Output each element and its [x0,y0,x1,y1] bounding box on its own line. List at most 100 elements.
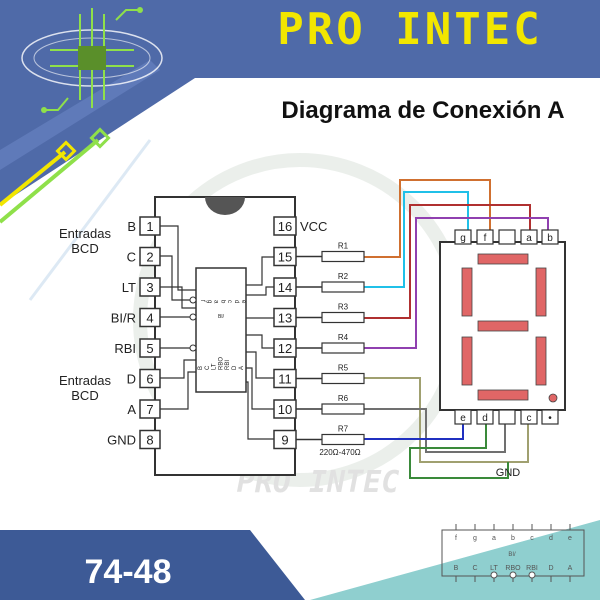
ic-left-pin-label: LT [122,280,136,295]
resistor-value: 220Ω-470Ω [319,448,360,457]
mini-chip-bubble [490,571,498,579]
group-label: BCD [71,388,98,403]
display-top-pin-label: a [526,233,532,244]
ic-right-pin-number: 13 [278,311,292,326]
resistor-label: R6 [338,394,349,403]
ic-left-pin [139,429,161,450]
mini-chip-bottom-label: A [568,565,573,572]
mini-chip-top-label: f [455,535,457,542]
display-bottom-pin [498,409,516,425]
resistor-label: R4 [338,333,349,342]
display-bottom-pin [541,409,559,425]
ic-inner-output-label: c [226,300,232,303]
display-bottom-pin [454,409,472,425]
mini-chip-top-label: c [530,535,534,542]
part-number-plate [0,530,305,600]
brand-name: PRO INTEC [277,4,542,55]
resistor-label: R2 [338,272,349,281]
ic-left-pin-label: A [127,402,136,417]
ic-inner-input-label: RBO [218,357,224,370]
ic-right-pin-number: 16 [278,219,292,234]
inversion-bubble [189,344,197,352]
mini-chip-bubble [509,571,517,579]
resistor-body [321,403,365,415]
ic-left-pin-label: B [127,219,136,234]
display-top-pin-label: f [484,233,487,244]
display-top-pin [476,229,494,245]
header-accent [0,60,160,170]
display-top-pin [454,229,472,245]
display-bottom-pin-label: c [527,413,532,424]
display-top-pin [541,229,559,245]
display-bottom-pin-label: d [482,413,488,424]
ic-inner-input-label: B [198,366,204,370]
ic-inner-input-label: D [232,365,238,370]
ic-left-pin-number: 1 [146,219,153,234]
ic-left-pin-number: 4 [146,311,153,326]
group-label: BCD [71,241,98,256]
ic-inner-output-label: f [199,300,205,302]
connection-wire [364,204,531,319]
teal-band [310,520,600,600]
resistor-body [321,372,365,385]
resistor-label: R3 [338,303,349,312]
display-top-pin-label: b [547,233,553,244]
ic-inner-block [195,267,247,393]
ic-internal-trace [160,286,196,309]
ic-internal-trace [246,367,274,410]
mini-chip-bottom-label: C [472,565,477,572]
resistor-label: R5 [338,364,349,373]
ic-right-pin-number: 9 [281,433,288,448]
segment-a [477,253,529,265]
circuit-logo [21,7,163,113]
connection-wire [364,217,549,349]
resistor-body [321,281,365,293]
ic-inner-input-label: RBI [225,360,231,370]
connection-wire [409,424,509,479]
mini-chip-top-label: e [568,535,572,542]
ic-right-pin-number: 10 [278,402,292,417]
segment-e [461,336,473,386]
inversion-bubble [189,313,197,321]
ic-internal-trace [160,255,196,301]
ic-internal-trace [246,351,274,379]
group-label: Entradas [59,226,112,241]
ic-right-pin-number: 14 [278,280,292,295]
ic-left-pin-label: GND [107,433,136,448]
ic-right-pin-number: 15 [278,250,292,265]
ic-left-pin-number: 6 [146,372,153,387]
ic-inner-output-label: g [206,300,212,303]
ic-left-pin-number: 5 [146,341,153,356]
display-top-pin [498,229,516,245]
display-top-pin-label: g [460,233,466,244]
ic-inner-output-label: d [233,300,239,303]
ic-right-pin-number: 11 [278,372,292,387]
ic-inner-input-label: LT [212,363,218,370]
mini-chip-bottom-label: B [454,565,459,572]
connection-wire [364,408,506,453]
segment-b [535,267,547,317]
ic-inner-output-label: e [240,300,246,304]
inversion-bubble [189,296,197,304]
mini-chip-top-label: b [511,535,515,542]
ic-right-pin-number: 12 [278,341,292,356]
ic-inner-input-label: A [239,366,245,370]
ic-inner-input-label: C [205,365,211,370]
display-bottom-pin [520,409,538,425]
ic-internal-trace [246,286,274,296]
display-bottom-pin-label: • [548,413,552,424]
ic-left-pin-label: BI/R [111,311,136,326]
ic-left-pin-number: 8 [146,433,153,448]
display-top-pin [520,229,538,245]
mini-chip-top-label: d [549,535,553,542]
mini-chip-bottom-label: RBI [526,565,538,572]
segment-g [477,320,529,332]
mini-chip-bubble [528,571,536,579]
mini-chip-top-label: a [492,535,496,542]
mini-chip-bottom-label: RBO [505,565,521,572]
part-number: 74-48 [85,553,172,591]
ic-left-pin-label: C [127,250,136,265]
resistor-body [321,433,365,446]
mini-chip-top-label: g [473,535,477,542]
connection-wire [364,424,464,440]
